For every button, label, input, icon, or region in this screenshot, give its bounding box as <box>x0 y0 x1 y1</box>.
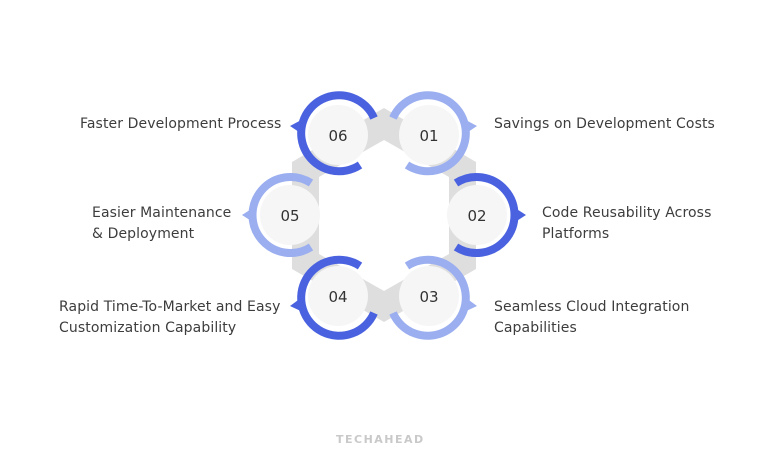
step-04-label-line-2: Customization Capability <box>59 320 237 336</box>
pointer-03 <box>462 295 477 313</box>
step-number-06: 06 <box>328 127 347 145</box>
step-03-node: 03 <box>389 255 477 340</box>
brand-logo: TECHAHEAD <box>336 433 425 446</box>
step-04-label: Rapid Time-To-Market and Easy Customizat… <box>59 297 280 339</box>
step-03-label-line-1: Seamless Cloud Integration <box>494 299 690 315</box>
step-03-label-line-2: Capabilities <box>494 320 577 336</box>
step-02-node: 02 <box>447 173 526 257</box>
step-04-node: 04 <box>290 255 378 340</box>
pointer-01 <box>462 118 477 136</box>
step-06-label-line-1: Faster Development Process <box>80 116 282 132</box>
pointer-02 <box>512 206 526 224</box>
step-05-label: Easier Maintenance & Deployment <box>92 203 231 245</box>
step-04-label-line-1: Rapid Time-To-Market and Easy <box>59 299 281 315</box>
step-05-label-line-2: & Deployment <box>92 226 195 242</box>
step-06-node: 06 <box>290 91 378 176</box>
step-05-node: 05 <box>242 173 320 257</box>
step-number-01: 01 <box>419 127 438 145</box>
hexagon-inner <box>319 140 449 291</box>
step-03-label: Seamless Cloud Integration Capabilities <box>494 297 689 339</box>
step-number-03: 03 <box>419 288 438 306</box>
step-number-02: 02 <box>467 207 486 225</box>
step-02-label-line-1: Code Reusability Across <box>542 205 712 221</box>
step-number-04: 04 <box>328 288 347 306</box>
pointer-05 <box>242 206 256 224</box>
pointer-04 <box>290 295 305 313</box>
step-02-label-line-2: Platforms <box>542 226 610 242</box>
step-01-label-line-1: Savings on Development Costs <box>494 116 715 132</box>
pointer-06 <box>290 118 305 136</box>
step-06-label: Faster Development Process <box>80 114 281 135</box>
step-02-label: Code Reusability Across Platforms <box>542 203 711 245</box>
step-05-label-line-1: Easier Maintenance <box>92 205 232 221</box>
step-number-05: 05 <box>280 207 299 225</box>
step-01-label: Savings on Development Costs <box>494 114 715 135</box>
step-01-node: 01 <box>389 91 477 176</box>
